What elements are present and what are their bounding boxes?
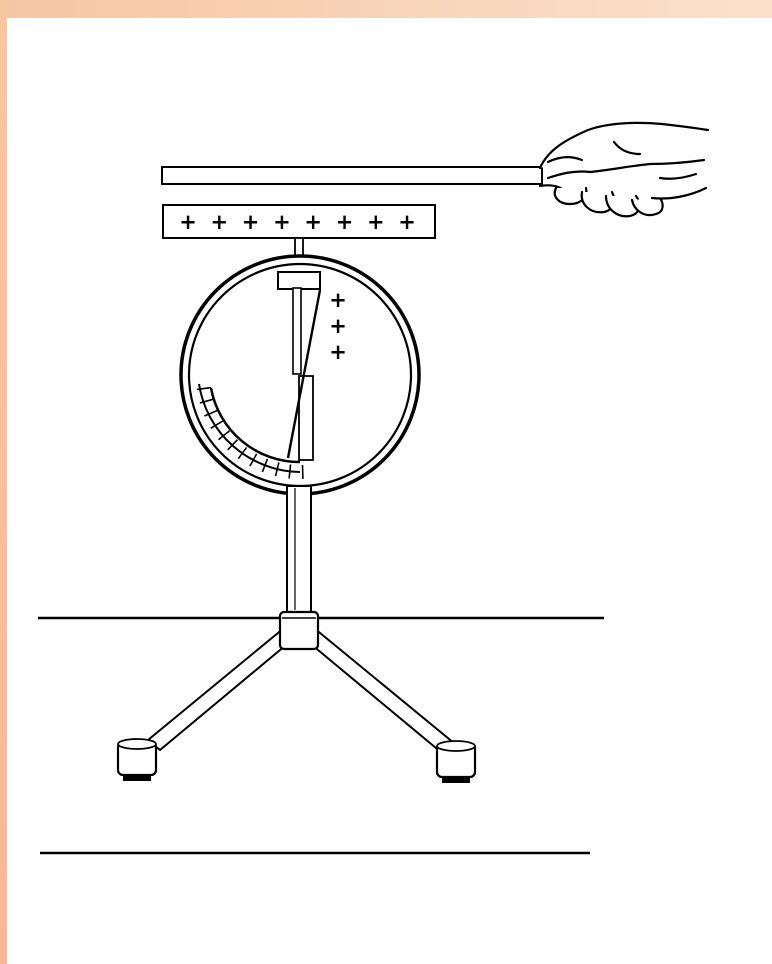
right-foot	[435, 740, 477, 783]
plate-charge-symbol: +	[398, 210, 416, 234]
plate-charges: + + + + + + + +	[179, 210, 416, 234]
plate-charge-symbol: +	[210, 210, 228, 234]
fixed-leaf	[292, 287, 302, 375]
dial-scale	[196, 383, 304, 479]
plate-charge-symbol: +	[304, 210, 322, 234]
hand-icon	[538, 121, 710, 218]
plate-charge-symbol: +	[367, 210, 385, 234]
leaf-charge-symbol: +	[329, 314, 347, 338]
scale-tick	[204, 409, 218, 417]
plate-charge-symbol: +	[336, 210, 354, 234]
slide-left-border	[0, 0, 7, 964]
leaf-charges: +++	[329, 288, 347, 364]
scale-tick	[196, 386, 211, 391]
scale-tick	[199, 398, 214, 404]
scale-tick	[249, 453, 258, 467]
scale-tick	[210, 420, 224, 429]
charged-rod	[161, 166, 543, 185]
stand-column	[286, 485, 312, 613]
scale-tick	[261, 458, 269, 473]
left-foot	[116, 738, 158, 781]
scale-tick	[274, 462, 280, 477]
plate-charge-symbol: +	[242, 210, 260, 234]
scale-tick	[217, 430, 230, 441]
plate-charge-symbol: +	[179, 210, 197, 234]
leaf-charge-symbol: +	[329, 288, 347, 312]
scale-tick	[237, 446, 248, 460]
scale-tick	[288, 464, 292, 479]
leaf-charge-symbol: +	[329, 340, 347, 364]
lower-strip	[298, 375, 314, 461]
slide-top-border	[0, 0, 772, 18]
inner-clamp	[277, 271, 321, 290]
plate-charge-symbol: +	[273, 210, 291, 234]
electroscope-plate	[162, 204, 436, 239]
scale-tick	[227, 439, 239, 451]
deflected-needle	[286, 289, 322, 459]
tripod-hub	[278, 610, 320, 651]
